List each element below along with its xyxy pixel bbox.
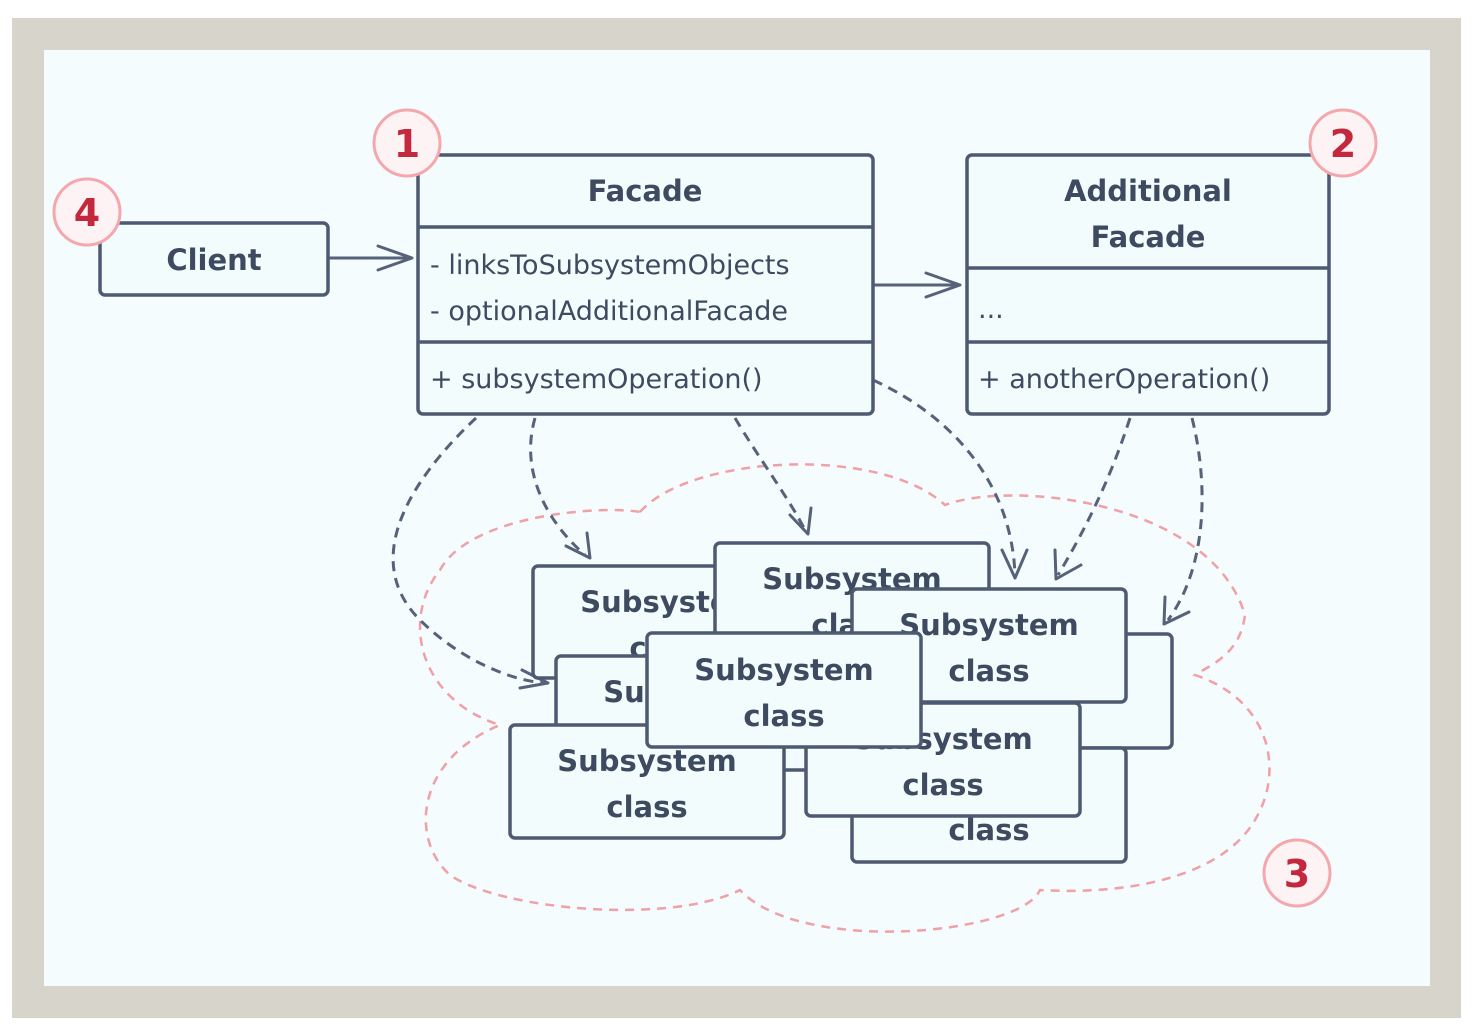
additional-facade-box: Additional Facade ... + anotherOperation… — [965, 153, 1331, 416]
badge-4: 4 — [52, 177, 122, 247]
svg-text:class: class — [948, 654, 1029, 688]
svg-text:class: class — [948, 813, 1029, 847]
svg-text:class: class — [606, 790, 687, 824]
additional-facade-dependency-arrows — [1053, 417, 1204, 626]
client-box: Client — [98, 221, 330, 297]
svg-text:1: 1 — [394, 122, 420, 166]
subsystem-cloud — [418, 463, 1271, 933]
svg-text:Subsystem: Subsystem — [694, 653, 873, 687]
additional-facade-method: + anotherOperation() — [978, 364, 1270, 395]
facade-title: Facade — [588, 174, 703, 208]
svg-text:Subsystem: Subsystem — [899, 608, 1078, 642]
svg-text:2: 2 — [1330, 122, 1356, 166]
additional-facade-field: ... — [978, 294, 1004, 325]
facade-dependency-arrows — [391, 378, 1029, 690]
svg-text:class: class — [902, 768, 983, 802]
svg-text:4: 4 — [74, 191, 100, 235]
badge-1: 1 — [372, 108, 442, 178]
facade-box: Facade - linksToSubsystemObjects - optio… — [416, 153, 875, 416]
badge-2: 2 — [1308, 108, 1378, 178]
client-to-facade-arrow — [328, 244, 414, 272]
facade-field: - linksToSubsystemObjects — [430, 250, 790, 281]
subsystem-class-i: Subsystem class — [645, 631, 923, 749]
badge-3: 3 — [1262, 838, 1332, 908]
facade-method: + subsystemOperation() — [430, 364, 763, 395]
svg-text:Subsystem: Subsystem — [557, 744, 736, 778]
additional-facade-title: Facade — [1091, 220, 1206, 254]
facade-to-additional-facade-arrow — [873, 271, 962, 299]
svg-text:class: class — [743, 699, 824, 733]
subsystem-class-h: Subsystem class — [508, 723, 786, 840]
facade-field: - optionalAdditionalFacade — [430, 296, 788, 327]
svg-text:3: 3 — [1284, 852, 1310, 896]
client-title: Client — [166, 243, 261, 277]
additional-facade-title: Additional — [1064, 174, 1232, 208]
